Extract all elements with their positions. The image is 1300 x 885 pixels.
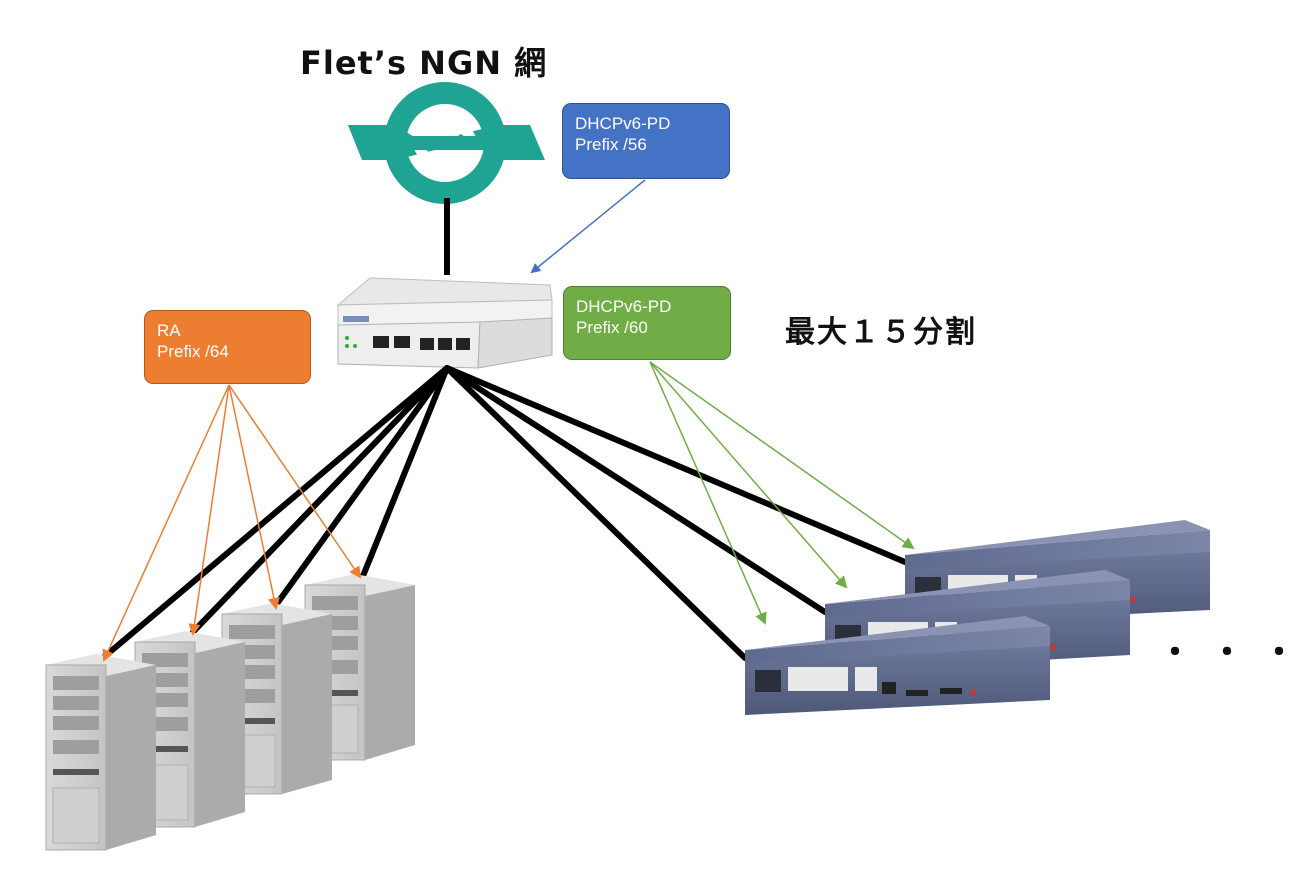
prefix-56-line2: Prefix /56 bbox=[575, 135, 647, 154]
prefix-60-line1: DHCPv6-PD bbox=[576, 297, 672, 316]
links bbox=[101, 365, 908, 661]
pd60-arrows bbox=[649, 361, 915, 625]
link-router-2 bbox=[444, 365, 828, 615]
ellipsis: ・・・ bbox=[1158, 633, 1300, 673]
router-3-icon bbox=[745, 616, 1050, 715]
link-server-1 bbox=[101, 365, 450, 660]
prefix-64-line1: RA bbox=[157, 321, 181, 340]
arrow-pd60-router-1-a bbox=[649, 361, 915, 550]
ra-arrows bbox=[102, 384, 362, 662]
prefix-60-line2: Prefix /60 bbox=[576, 318, 648, 337]
link-server-3 bbox=[273, 365, 450, 608]
prefix-56-line1: DHCPv6-PD bbox=[575, 114, 671, 133]
prefix-64-box: RA Prefix /64 bbox=[144, 310, 311, 384]
ngn-logo-icon bbox=[348, 82, 545, 204]
arrow-ra-server-2 bbox=[188, 384, 230, 636]
arrow-prefix56 bbox=[530, 179, 646, 274]
link-router-3 bbox=[444, 365, 748, 661]
max-split-label: 最大１５分割 bbox=[785, 315, 977, 350]
server-1-icon bbox=[45, 654, 156, 851]
arrow-pd60-router-3-a bbox=[649, 361, 767, 625]
arrow-ra-server-1 bbox=[102, 384, 230, 662]
prefix-64-line2: Prefix /64 bbox=[157, 342, 229, 361]
prefix-56-box: DHCPv6-PD Prefix /56 bbox=[562, 103, 730, 179]
arrow-pd60-router-2-a bbox=[649, 361, 848, 589]
arrow-ra-server-4 bbox=[228, 384, 362, 579]
link-router-1 bbox=[444, 365, 908, 565]
prefix-60-box: DHCPv6-PD Prefix /60 bbox=[563, 286, 731, 360]
link-server-4 bbox=[360, 365, 450, 579]
link-server-2 bbox=[190, 365, 450, 635]
ngn-title: Flet’s NGN 網 bbox=[300, 44, 548, 82]
onu-router-icon bbox=[336, 277, 553, 369]
arrow-ra-server-3 bbox=[228, 384, 280, 610]
